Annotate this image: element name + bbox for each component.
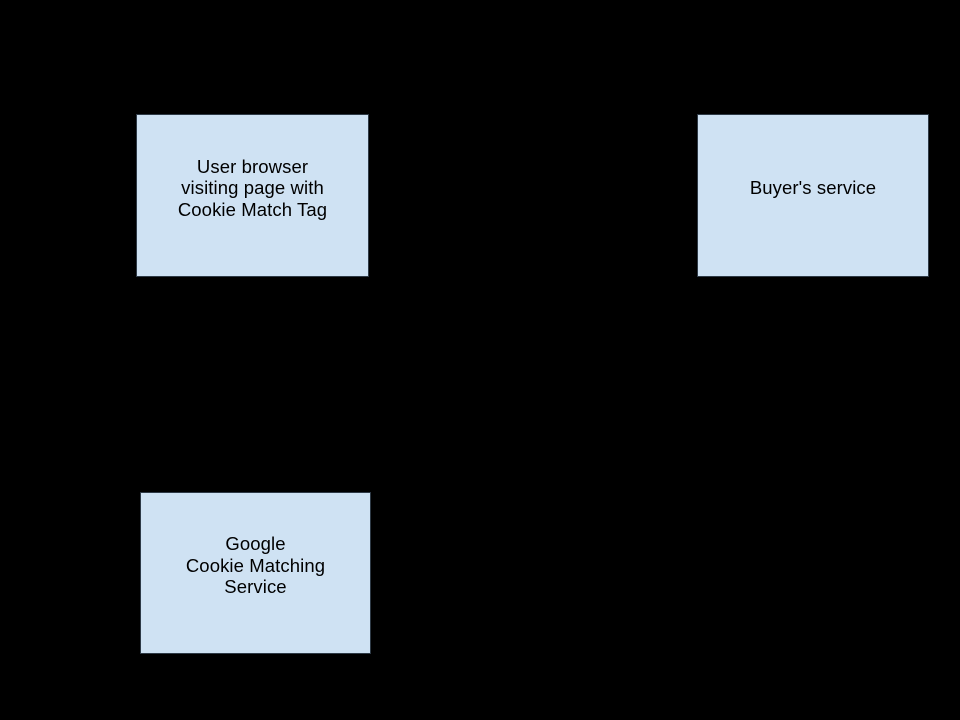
- node-google-cookie-matching-service: Google Cookie Matching Service: [140, 492, 371, 654]
- node-user-browser-label: User browser visiting page with Cookie M…: [177, 155, 328, 220]
- node-buyers-service-label: Buyer's service: [749, 177, 877, 199]
- node-user-browser: User browser visiting page with Cookie M…: [136, 114, 369, 277]
- node-google-cookie-matching-service-label: Google Cookie Matching Service: [185, 533, 326, 598]
- node-buyers-service: Buyer's service: [697, 114, 929, 277]
